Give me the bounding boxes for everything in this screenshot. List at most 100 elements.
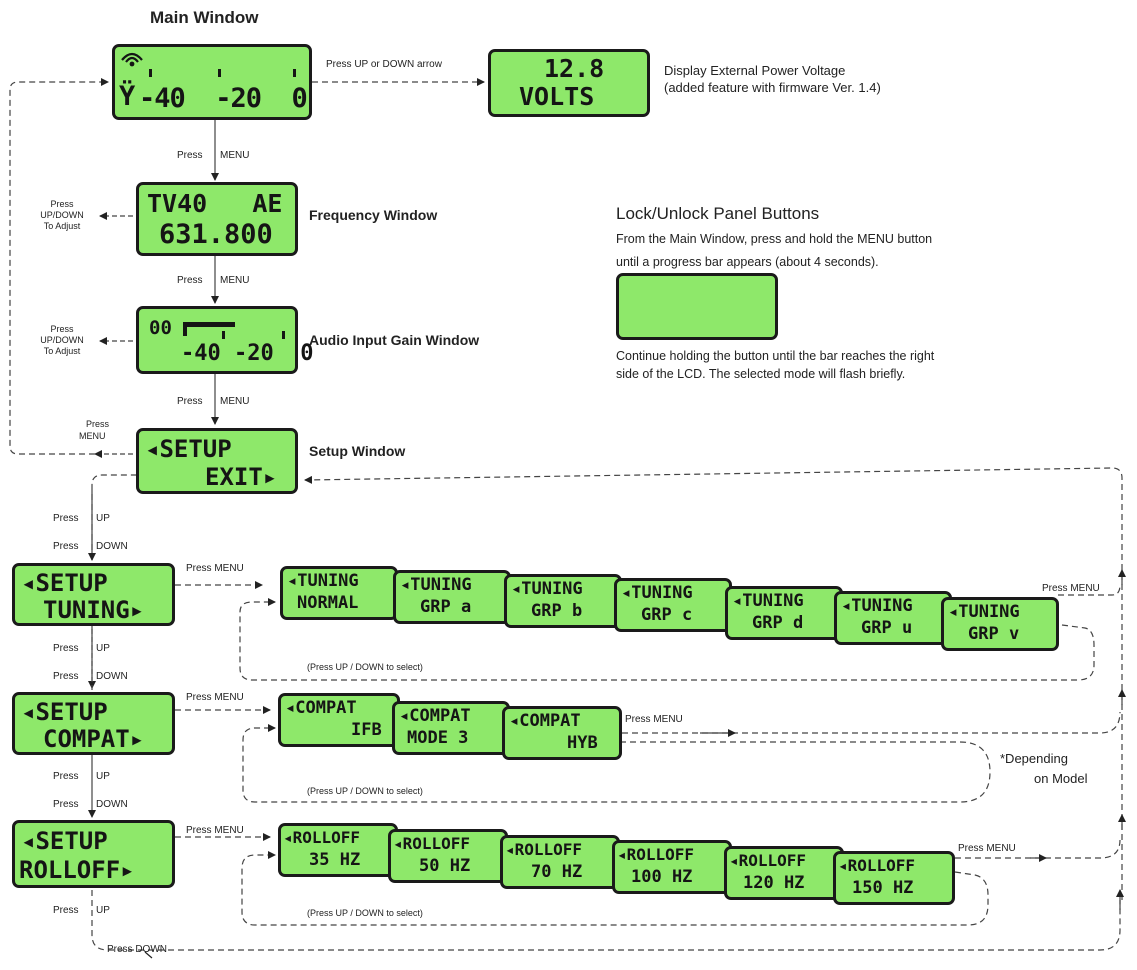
- lcd-main-meter-scale: -40 -20 0: [139, 83, 308, 114]
- edge-label-menu: MENU: [220, 396, 250, 407]
- lcd-rolloff-option: ◂ROLLOFF 35 HZ: [278, 823, 398, 877]
- edge-label-press: Press: [177, 396, 203, 407]
- lcd-compat-line2: IFB: [351, 720, 382, 740]
- lcd-volts-unit: VOLTS: [519, 82, 595, 111]
- lcd-compat-line2: HYB: [567, 733, 598, 753]
- lcd-lock-progress: [616, 273, 778, 340]
- lcd-setup-rolloff-line2: ROLLOFF▸: [19, 856, 135, 884]
- lcd-rolloff-line2: 50 HZ: [419, 856, 471, 876]
- adjust-label-up-down: UP/DOWN: [40, 335, 84, 345]
- edge-label-up: UP: [96, 513, 110, 524]
- edge-label-press: Press: [53, 799, 79, 810]
- lcd-setup-compat: ◂SETUP COMPAT▸: [12, 692, 175, 755]
- lcd-setup-tuning-line1: ◂SETUP: [21, 569, 108, 597]
- lcd-tuning-line2: NORMAL: [297, 593, 359, 613]
- edge-label-down: DOWN: [96, 541, 128, 552]
- meter-tick: [282, 331, 285, 339]
- edge-label-up: UP: [96, 771, 110, 782]
- setup-window-title: Setup Window: [309, 443, 406, 459]
- lcd-main-window: Ÿ -40 -20 0: [112, 44, 312, 120]
- lcd-tuning-option: ◂TUNING GRP v: [941, 597, 1059, 651]
- lcd-compat-option: ◂COMPAT MODE 3: [392, 701, 510, 755]
- lcd-tuning-option: ◂TUNING GRP d: [725, 586, 843, 640]
- lcd-volts-value: 12.8: [544, 54, 605, 83]
- edge-label-press-down: Press DOWN: [107, 944, 167, 955]
- lcd-compat-option: ◂COMPAT HYB: [502, 706, 622, 760]
- lcd-tuning-line2: GRP b: [531, 601, 583, 621]
- select-hint-tuning: (Press UP / DOWN to select): [307, 662, 423, 672]
- lcd-setup-line2: EXIT▸: [205, 463, 278, 491]
- lcd-rolloff-line1: ◂ROLLOFF: [283, 828, 361, 847]
- lock-text-line1: From the Main Window, press and hold the…: [616, 232, 933, 246]
- edge-label-menu: MENU: [220, 150, 250, 161]
- adjust-label-up-down: UP/DOWN: [40, 210, 84, 220]
- lcd-rolloff-line2: 120 HZ: [743, 873, 805, 893]
- lcd-tuning-line1: ◂TUNING: [948, 602, 1020, 622]
- lcd-tuning-option: ◂TUNING NORMAL: [280, 566, 398, 620]
- lcd-tuning-line2: GRP a: [420, 597, 472, 617]
- edge-label-press-menu: Press MENU: [958, 843, 1016, 854]
- adjust-label-press: Press: [50, 199, 74, 209]
- edge-label-press: Press: [53, 541, 79, 552]
- setup-back-press: Press: [86, 419, 110, 429]
- lcd-compat-line2: MODE 3: [407, 728, 469, 748]
- lcd-frequency-value: 631.800: [159, 219, 273, 250]
- meter-tick: [293, 69, 296, 77]
- lcd-tuning-line2: GRP v: [968, 624, 1020, 644]
- edge-label-press: Press: [53, 771, 79, 782]
- select-hint-rolloff: (Press UP / DOWN to select): [307, 908, 423, 918]
- lcd-tuning-line1: ◂TUNING: [511, 579, 583, 599]
- lock-text-line3: Continue holding the button until the ba…: [616, 349, 935, 363]
- gain-bar-edge: [183, 322, 187, 336]
- edge-label-press-menu: Press MENU: [625, 714, 683, 725]
- rf-signal-icon: [121, 52, 143, 67]
- adjust-label-to-adjust: To Adjust: [43, 221, 81, 231]
- lcd-tuning-option: ◂TUNING GRP u: [834, 591, 952, 645]
- lcd-rolloff-line1: ◂ROLLOFF: [393, 834, 471, 853]
- edge-label-press: Press: [53, 671, 79, 682]
- lcd-gain-scale: -40 -20 0: [181, 341, 314, 366]
- edge-label-down: DOWN: [96, 671, 128, 682]
- setup-back-menu: MENU: [79, 431, 106, 441]
- lcd-frequency-window: TV40 AE 631.800: [136, 182, 298, 256]
- antenna-icon: Ÿ: [119, 81, 136, 112]
- edge-label-menu: MENU: [220, 275, 250, 286]
- edge-label-press: Press: [53, 513, 79, 524]
- meter-tick: [222, 331, 225, 339]
- lock-text-line4: side of the LCD. The selected mode will …: [616, 367, 906, 381]
- edge-label-down: DOWN: [96, 799, 128, 810]
- lcd-compat-line1: ◂COMPAT: [509, 711, 581, 731]
- edge-label-up: UP: [96, 643, 110, 654]
- lcd-tuning-line2: GRP d: [752, 613, 804, 633]
- depending-note-line2: on Model: [1034, 771, 1088, 786]
- lcd-rolloff-line2: 70 HZ: [531, 862, 583, 882]
- lcd-setup-tuning: ◂SETUP TUNING▸: [12, 563, 175, 626]
- main-window-title: Main Window: [150, 8, 259, 27]
- lcd-frequency-channel: TV40 AE: [147, 189, 283, 218]
- lcd-setup-rolloff: ◂SETUP ROLLOFF▸: [12, 820, 175, 888]
- lcd-rolloff-line2: 35 HZ: [309, 850, 361, 870]
- lcd-tuning-line2: GRP u: [861, 618, 913, 638]
- edge-label-press-menu: Press MENU: [1042, 583, 1100, 594]
- select-hint-compat: (Press UP / DOWN to select): [307, 786, 423, 796]
- lcd-rolloff-line2: 100 HZ: [631, 867, 693, 887]
- edge-label-press: Press: [177, 275, 203, 286]
- lcd-setup-compat-line2: COMPAT▸: [43, 725, 145, 753]
- meter-tick: [149, 69, 152, 77]
- lcd-rolloff-option: ◂ROLLOFF 120 HZ: [724, 846, 844, 900]
- lcd-tuning-line1: ◂TUNING: [287, 571, 359, 591]
- lock-unlock-title: Lock/Unlock Panel Buttons: [616, 204, 820, 223]
- lcd-compat-line1: ◂COMPAT: [399, 706, 471, 726]
- meter-tick: [218, 69, 221, 77]
- voltage-description-line2: (added feature with firmware Ver. 1.4): [664, 80, 881, 95]
- lcd-tuning-option: ◂TUNING GRP a: [393, 570, 511, 624]
- edge-label-up: UP: [96, 905, 110, 916]
- lcd-rolloff-option: ◂ROLLOFF 70 HZ: [500, 835, 620, 889]
- lcd-tuning-option: ◂TUNING GRP b: [504, 574, 622, 628]
- lcd-volts: 12.8 VOLTS: [488, 49, 650, 117]
- lcd-tuning-line1: ◂TUNING: [841, 596, 913, 616]
- edge-label-press-menu: Press MENU: [186, 692, 244, 703]
- lcd-audio-gain-window: 00 -40 -20 0: [136, 306, 313, 374]
- lcd-setup-compat-line1: ◂SETUP: [21, 698, 108, 726]
